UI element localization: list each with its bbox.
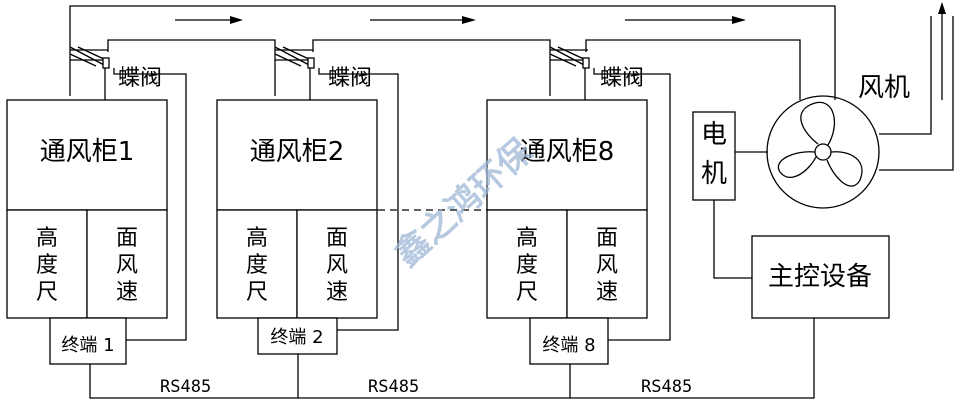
height-sensor-label: 高 xyxy=(246,226,268,251)
flow-arrow xyxy=(370,16,476,24)
height-sensor-label: 高 xyxy=(36,226,58,251)
terminal-label: 终端 2 xyxy=(270,327,323,348)
exhaust-duct xyxy=(69,5,836,100)
flow-arrow xyxy=(175,16,243,24)
height-sensor-label: 尺 xyxy=(36,280,58,305)
flow-arrow xyxy=(625,16,746,24)
height-sensor-label: 度 xyxy=(246,253,268,278)
terminal-label: 终端 8 xyxy=(542,335,595,356)
face-velocity-label: 速 xyxy=(596,280,618,305)
bus-label: RS485 xyxy=(368,377,419,397)
motor-label: 电 xyxy=(701,120,727,150)
height-sensor-label: 度 xyxy=(516,253,538,278)
butterfly-valve-icon xyxy=(69,46,110,69)
valve-label: 蝶阀 xyxy=(328,66,372,91)
controller-label: 主控设备 xyxy=(768,262,872,292)
butterfly-valve-icon xyxy=(549,46,590,69)
outlet-arrow-icon xyxy=(938,2,946,100)
height-sensor-label: 尺 xyxy=(516,280,538,305)
cabinet-name: 通风柜1 xyxy=(40,137,135,167)
face-velocity-label: 面 xyxy=(596,226,618,251)
motor: 电 机 xyxy=(692,111,768,279)
face-velocity-label: 面 xyxy=(116,226,138,251)
motor-label: 机 xyxy=(701,159,727,189)
fan-label: 风机 xyxy=(858,73,910,103)
main-controller: 主控设备 xyxy=(751,235,890,319)
terminal-label: 终端 1 xyxy=(61,335,114,356)
height-sensor-label: 度 xyxy=(36,253,58,278)
face-velocity-label: 速 xyxy=(116,280,138,305)
face-velocity-label: 风 xyxy=(326,253,348,278)
cabinet-2: 蝶阀 通风柜2 高 度 尺 面 风 速 终端 2 xyxy=(216,46,399,355)
height-sensor-label: 高 xyxy=(516,226,538,251)
cabinet-8: 蝶阀 通风柜8 高 度 尺 面 风 速 终端 8 xyxy=(486,46,671,365)
face-velocity-label: 面 xyxy=(326,226,348,251)
bus-label: RS485 xyxy=(160,377,211,397)
cabinet-name: 通风柜2 xyxy=(250,137,345,167)
face-velocity-label: 风 xyxy=(116,253,138,278)
valve-label: 蝶阀 xyxy=(118,66,162,91)
height-sensor-label: 尺 xyxy=(246,280,268,305)
fan-icon: 风机 xyxy=(766,2,954,209)
cabinet-name: 通风柜8 xyxy=(520,137,615,167)
face-velocity-label: 速 xyxy=(326,280,348,305)
face-velocity-label: 风 xyxy=(596,253,618,278)
butterfly-valve-icon xyxy=(274,46,315,69)
valve-label: 蝶阀 xyxy=(600,66,644,91)
cabinet-1: 蝶阀 通风柜1 高 度 尺 面 风 速 终端 1 xyxy=(6,46,187,365)
bus-label: RS485 xyxy=(641,377,692,397)
rs485-bus: RS485 RS485 RS485 xyxy=(89,318,815,399)
